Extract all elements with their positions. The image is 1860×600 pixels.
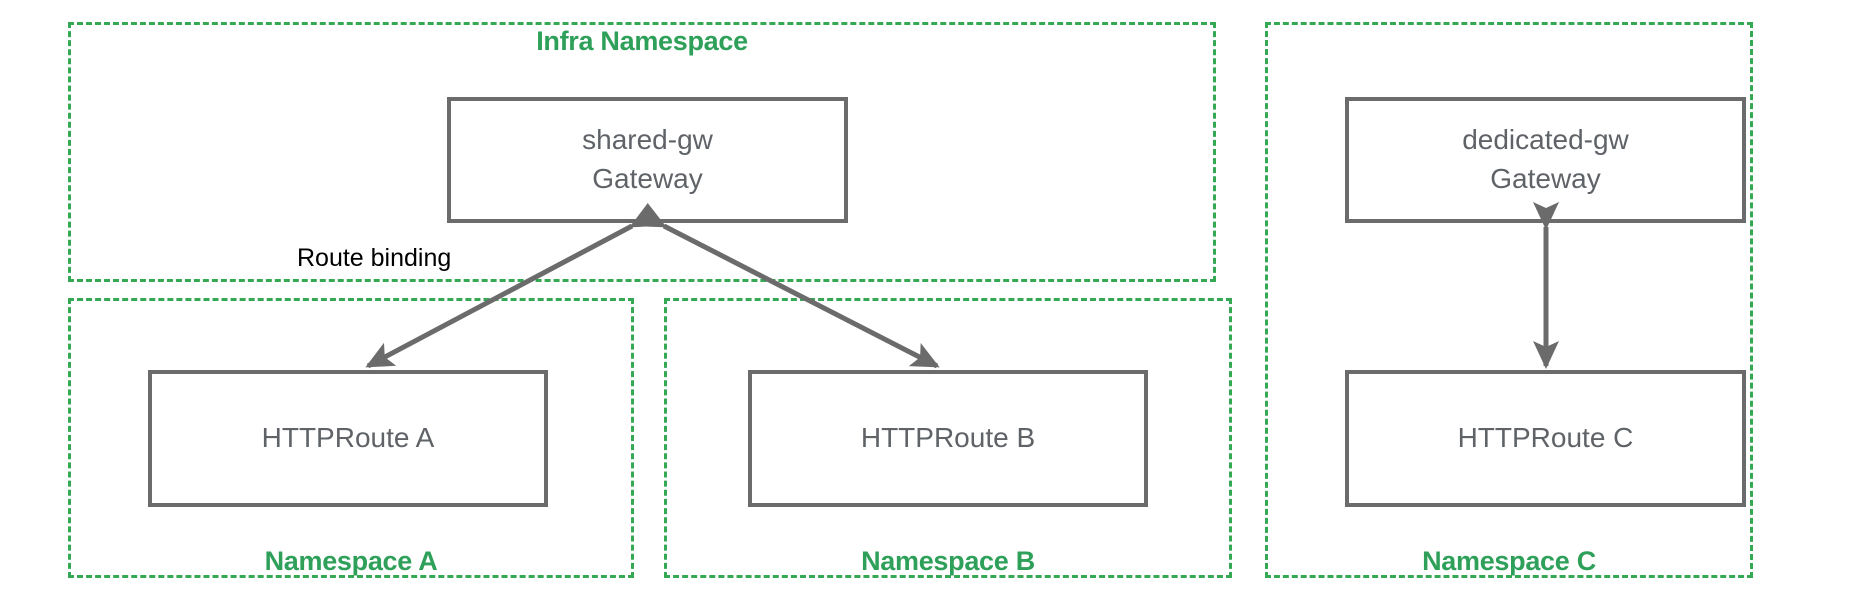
namespace-label-a: Namespace A xyxy=(264,546,438,576)
namespace-container-b xyxy=(664,298,1232,578)
namespace-container-c xyxy=(1265,22,1753,578)
namespace-label-c: Namespace C xyxy=(1422,546,1596,576)
gateway-box-shared-gw[interactable]: shared-gw Gateway xyxy=(447,97,848,223)
httproute-box-b[interactable]: HTTPRoute B xyxy=(748,370,1148,507)
namespace-label-b: Namespace B xyxy=(861,546,1035,576)
gateway-box-dedicated-gw[interactable]: dedicated-gw Gateway xyxy=(1345,97,1746,223)
httproute-box-c[interactable]: HTTPRoute C xyxy=(1345,370,1746,507)
edge-label-route-binding: Route binding xyxy=(297,244,452,272)
namespace-container-a xyxy=(68,298,634,578)
namespace-label-infra: Infra Namespace xyxy=(536,26,748,56)
httproute-box-a[interactable]: HTTPRoute A xyxy=(148,370,548,507)
